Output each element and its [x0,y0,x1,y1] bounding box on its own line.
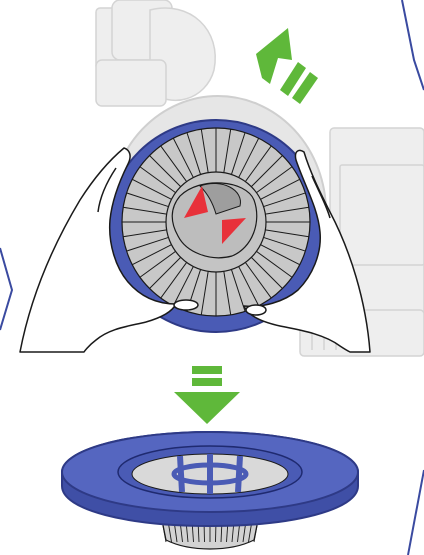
removed-filter [61,431,359,550]
pleat-line [238,266,260,306]
green-twist-arrow-icon [256,28,318,104]
pleat-line [260,178,300,200]
pleat-line [123,229,167,238]
pleat-line [139,166,176,194]
pleat-line [132,178,172,200]
pleat-line [263,236,306,252]
pleat-line [230,132,246,175]
pleat-line [160,262,188,299]
pleat-line [256,166,293,194]
pleat-line [160,145,188,182]
pleat-line [265,229,309,238]
pleat-line [251,257,283,289]
pleat-line [126,236,169,252]
filter-release-knob [171,182,258,259]
pleat-line [263,192,306,208]
pleat-line [172,138,194,178]
green-down-arrow-icon [174,366,240,424]
pleat-line [265,206,309,215]
right-hand [243,149,371,353]
pleat-line [251,155,283,187]
fingertips [173,299,267,316]
red-unlock-arrow-icon [222,218,246,244]
pleat-line [230,269,246,312]
left-hand [19,147,177,353]
pleat-line [126,192,169,208]
pleat-line [200,271,209,315]
pleat-line [123,206,167,215]
pleat-line [238,138,260,178]
pleat-line [132,244,172,266]
pleat-line [260,244,300,266]
pleat-line [172,266,194,306]
pleat-line [223,129,232,173]
pleat-line [256,250,293,278]
pleat-line [223,271,232,315]
pleat-line [149,257,181,289]
pleat-line [186,132,202,175]
pleat-line [139,250,176,278]
pleat-line [244,262,272,299]
red-unlock-arrow-icon [184,186,208,218]
pleat-line [244,145,272,182]
pleat-line [149,155,181,187]
pleat-line [200,129,209,173]
